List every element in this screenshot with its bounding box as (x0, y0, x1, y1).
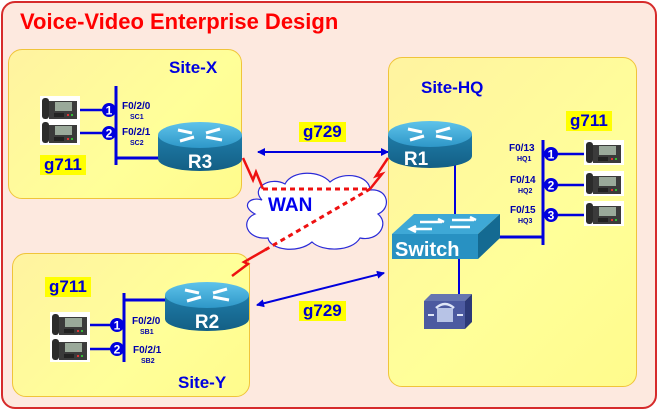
wan-codec-label-top: g729 (299, 122, 346, 142)
svg-text:2: 2 (114, 343, 121, 357)
svg-text:1: 1 (114, 319, 121, 333)
diagram-title: Voice-Video Enterprise Design (20, 9, 339, 34)
port-badge-1: 1 (102, 103, 116, 118)
call-manager-icon (424, 294, 472, 329)
ip-phone-icon (40, 96, 80, 121)
extension-name: SB1 (140, 329, 154, 336)
g729-link-arrow-bottom (256, 270, 385, 308)
port-badge-1: 1 (110, 318, 124, 333)
interface-name: F0/15 (510, 205, 536, 216)
svg-text:2: 2 (548, 179, 555, 193)
svg-text:Switch: Switch (395, 239, 459, 261)
interface-name: F0/13 (509, 143, 535, 154)
extension-name: SC1 (130, 114, 144, 121)
extension-name: HQ3 (518, 218, 533, 225)
serial-link-r2-icon (231, 248, 266, 277)
site-y-label: Site-Y (178, 373, 227, 392)
site-hq-label: Site-HQ (421, 78, 484, 97)
extension-name: HQ1 (517, 156, 532, 163)
svg-text:R2: R2 (195, 312, 219, 333)
ip-phone-icon (50, 337, 90, 362)
site-y-codec-label: g711 (45, 277, 91, 297)
svg-text:R3: R3 (188, 152, 212, 173)
ip-phone-icon (584, 171, 624, 196)
ip-phone-icon (584, 201, 624, 226)
extension-name: HQ2 (518, 188, 533, 195)
port-badge-2: 2 (110, 342, 124, 357)
extension-name: SC2 (130, 140, 144, 147)
site-x-codec-label: g711 (40, 155, 86, 175)
port-badge-3: 3 (544, 208, 558, 223)
ip-phone-icon (584, 140, 624, 165)
router-r1-icon: R1 (388, 121, 472, 170)
switch-icon: Switch (392, 214, 500, 261)
port-badge-1: 1 (544, 147, 558, 162)
svg-text:3: 3 (548, 209, 555, 223)
wan-link-r2-r1 (264, 187, 371, 252)
wan-label: WAN (268, 195, 313, 216)
port-badge-2: 2 (102, 126, 116, 141)
router-r2-icon: R2 (165, 282, 249, 333)
extension-name: SB2 (141, 358, 155, 365)
wan-codec-label-bottom: g729 (299, 301, 346, 321)
interface-name: F0/2/0 (132, 316, 161, 327)
ip-phone-icon (40, 120, 80, 145)
interface-name: F0/14 (510, 175, 536, 186)
svg-text:R1: R1 (404, 149, 429, 170)
router-r3-icon: R3 (158, 122, 242, 173)
serial-link-r3-icon (241, 157, 265, 190)
serial-link-r1-icon (369, 157, 390, 190)
site-hq-codec-label: g711 (566, 111, 612, 131)
port-badge-2: 2 (544, 178, 558, 193)
ip-phone-icon (50, 312, 90, 337)
svg-text:1: 1 (106, 104, 113, 118)
site-x-label: Site-X (169, 58, 218, 77)
svg-text:2: 2 (106, 127, 113, 141)
svg-text:1: 1 (548, 148, 555, 162)
wan-cloud-icon (246, 172, 387, 250)
interface-name: F0/2/1 (122, 127, 151, 138)
interface-name: F0/2/1 (133, 345, 162, 356)
interface-name: F0/2/0 (122, 101, 151, 112)
